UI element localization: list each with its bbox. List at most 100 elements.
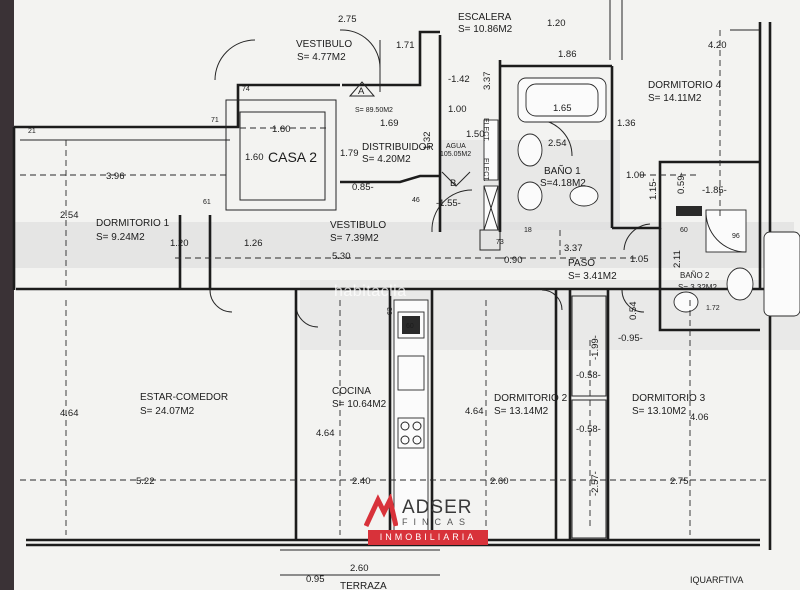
- dim-label: 4.06: [690, 412, 709, 423]
- dim-label: 18: [524, 227, 532, 234]
- dim-label: 0.54: [628, 302, 639, 321]
- room-area-escalera: S= 10.86M2: [458, 24, 513, 35]
- room-area-dormitorio2: S= 13.14M2: [494, 406, 549, 417]
- dim-label: 1.60: [272, 124, 291, 135]
- room-name-casa: CASA 2: [268, 149, 317, 165]
- room-name-paso: PASO: [568, 258, 595, 269]
- dim-label: 1.71: [396, 40, 415, 51]
- dim-label: -1.99-: [590, 335, 601, 360]
- watermark-text: habitaclia: [334, 283, 407, 300]
- dim-label: 1.36: [617, 118, 636, 129]
- dim-label: 60: [406, 323, 414, 330]
- dim-label: 0.85-: [352, 182, 374, 193]
- dim-label: 1.79: [340, 148, 359, 159]
- room-area-cocina: S= 10.64M2: [332, 399, 387, 410]
- dim-label: 2.60: [350, 563, 369, 574]
- room-area-bano2: S= 3.32M2: [678, 283, 717, 292]
- room-name-dormitorio2: DORMITORIO 2: [494, 393, 568, 404]
- dim-label: 1.00: [626, 170, 645, 181]
- marker-b-label: B: [450, 178, 456, 189]
- dim-label: 1.72: [706, 305, 720, 312]
- room-name-terraza: TERRAZA: [340, 581, 387, 590]
- marker-a-label: A: [358, 86, 365, 97]
- adser-logo: ADSER FINCAS INMOBILIARIA: [362, 486, 490, 552]
- room-area-vestibulo-mid: S= 7.39M2: [330, 233, 379, 244]
- dim-label: 0.95: [306, 574, 325, 585]
- dim-label: -1.85-: [702, 185, 727, 196]
- elect-label-2: ELECT.: [482, 158, 489, 182]
- room-name-vestibulo-top: VESTIBULO: [296, 39, 352, 50]
- room-name-cocina: COCINA: [332, 386, 371, 397]
- dim-label: 4.64: [465, 406, 484, 417]
- room-area-dormitorio4: S= 14.11M2: [648, 93, 702, 104]
- dim-label: 0.59-: [676, 172, 687, 194]
- dim-label: -0.58-: [576, 424, 601, 435]
- dim-label: 3.37: [564, 243, 583, 254]
- dim-label: 74: [242, 86, 250, 93]
- dim-label: 3.96: [106, 171, 125, 182]
- room-name-dormitorio1: DORMITORIO 1: [96, 218, 170, 229]
- room-name-vestibulo-mid: VESTIBULO: [330, 220, 386, 231]
- dim-label: 2.54: [60, 210, 79, 221]
- room-area-paso: S= 3.41M2: [568, 271, 617, 282]
- dim-label: 1.00: [448, 104, 467, 115]
- dim-label: 0.90: [504, 255, 523, 266]
- bottom-right-note: IQUARFTIVA: [690, 575, 743, 585]
- dim-label: 1.20: [170, 238, 189, 249]
- dim-label: 73: [496, 239, 504, 246]
- dim-label: 2.54: [548, 138, 567, 149]
- dim-label: 71: [211, 117, 219, 124]
- room-area-vestibulo-top: S= 4.77M2: [297, 52, 346, 63]
- dim-label: 61: [203, 199, 211, 206]
- dim-label: -0.58-: [576, 370, 601, 381]
- room-area-dormitorio3: S= 13.10M2: [632, 406, 687, 417]
- dim-label: 1.50: [466, 129, 485, 140]
- room-name-bano1: BAÑO 1: [544, 164, 581, 177]
- dim-label: 4.64: [316, 428, 335, 439]
- logo-bar: INMOBILIARIA: [368, 530, 488, 545]
- dim-label: 5.22: [136, 476, 155, 487]
- dim-label: 1.32: [422, 132, 433, 151]
- total-area-label: S= 89.50M2: [355, 107, 393, 114]
- dim-label: 2.60: [490, 476, 509, 487]
- dim-label: 63: [387, 307, 394, 315]
- room-area-bano1: S=4.18M2: [540, 178, 586, 189]
- dim-label: 4.64: [60, 408, 79, 419]
- agua-label: AGUA: [446, 143, 466, 150]
- dim-label: -2.57-: [590, 471, 601, 496]
- logo-subtitle: FINCAS: [402, 517, 472, 527]
- room-name-dormitorio3: DORMITORIO 3: [632, 393, 706, 404]
- logo-mark-icon: [364, 494, 398, 528]
- dim-label: 1.60: [245, 152, 264, 163]
- elect-label-1: ELECT.: [482, 118, 489, 142]
- room-name-escalera: ESCALERA: [458, 12, 512, 23]
- dim-label: 2.75: [670, 476, 689, 487]
- room-name-bano2: BAÑO 2: [680, 271, 710, 280]
- agua-area-label: 105.05M2: [440, 151, 471, 158]
- dim-label: 1.69: [380, 118, 399, 129]
- room-area-estar: S= 24.07M2: [140, 406, 195, 417]
- dim-label: 1.20: [547, 18, 566, 29]
- dim-label: 1.15-: [648, 178, 659, 200]
- room-area-distribuidor: S= 4.20M2: [362, 154, 411, 165]
- dim-label: 1.26: [244, 238, 263, 249]
- dim-label: 96: [732, 233, 740, 240]
- dim-label: 1.05: [630, 254, 649, 265]
- room-name-estar: ESTAR-COMEDOR: [140, 392, 228, 403]
- dim-label: 1.65: [553, 103, 572, 114]
- dim-label: 21: [28, 128, 36, 135]
- dim-label: 60: [680, 227, 688, 234]
- dim-label: -1.42: [448, 74, 470, 85]
- dim-label: 3.37: [482, 72, 493, 91]
- dim-label: 4.20: [708, 40, 727, 51]
- room-name-dormitorio4: DORMITORIO 4: [648, 80, 722, 91]
- room-area-dormitorio1: S= 9.24M2: [96, 232, 145, 243]
- dim-label: 2.40: [352, 476, 371, 487]
- dim-label: 1.86: [558, 49, 577, 60]
- dim-label: 46: [412, 197, 420, 204]
- dim-label: 2.11: [672, 250, 683, 268]
- dim-label: 2.75: [338, 14, 357, 25]
- room-name-distribuidor: DISTRIBUIDOR: [362, 142, 434, 153]
- dim-label: -0.95-: [618, 333, 643, 344]
